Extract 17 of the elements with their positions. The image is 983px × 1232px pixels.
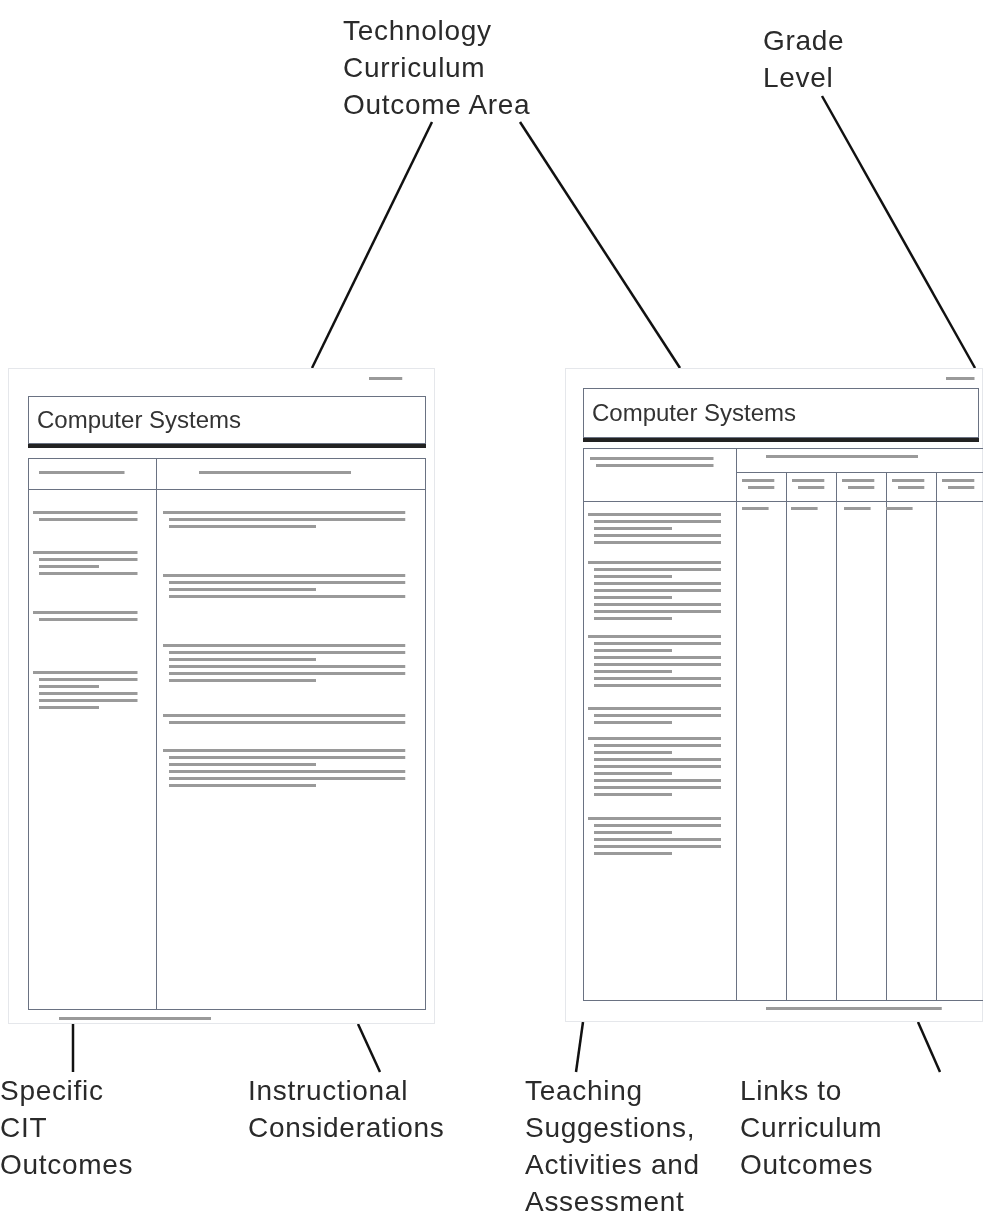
leader-line bbox=[71, 1024, 75, 1072]
callout-label: Teaching Suggestions, Activities and Assessment bbox=[525, 1074, 701, 1219]
callout-label: Technology Curriculum Outcome Area bbox=[343, 14, 532, 122]
callout-label: Instructional Considerations bbox=[248, 1074, 446, 1145]
leader-line bbox=[820, 95, 977, 369]
callout-label: Specific CIT Outcomes bbox=[0, 1074, 135, 1182]
document-page bbox=[565, 368, 983, 1022]
document-page bbox=[8, 368, 435, 1024]
leader-line bbox=[574, 1021, 585, 1073]
page-title: Computer Systems bbox=[37, 405, 242, 435]
callout-label: Links to Curriculum Outcomes bbox=[740, 1074, 884, 1182]
page-title: Computer Systems bbox=[592, 398, 797, 428]
leader-line bbox=[916, 1021, 942, 1073]
leader-line bbox=[310, 121, 434, 369]
callout-label: Grade Level bbox=[763, 24, 846, 95]
leader-line bbox=[356, 1023, 382, 1073]
leader-line bbox=[518, 121, 682, 369]
